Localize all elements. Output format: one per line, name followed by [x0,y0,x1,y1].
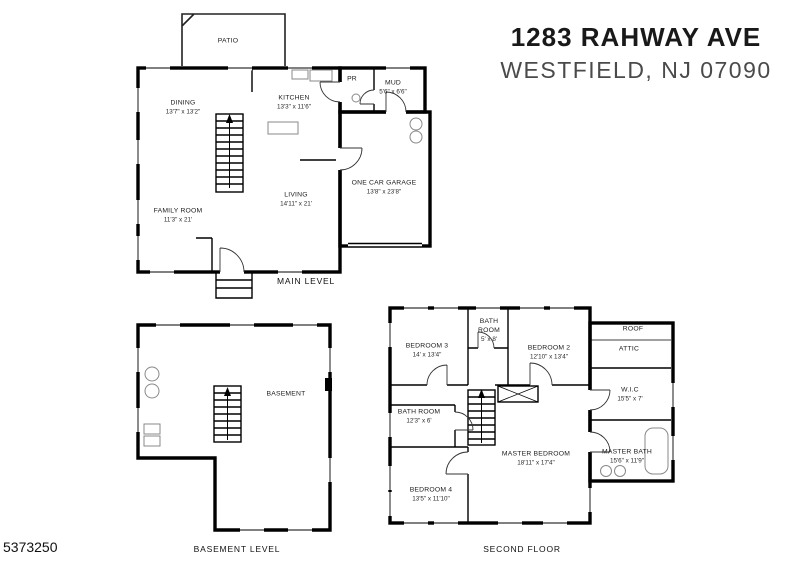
listing-id: 5373250 [3,539,58,555]
main-level-plan [135,13,432,299]
hall-closet [497,385,539,403]
second-floor-plan [387,305,676,526]
second-floor-caption: SECOND FLOOR [483,544,561,554]
main-level-caption: MAIN LEVEL [276,276,336,286]
kitchen-sink [291,69,309,80]
basement-level-caption: BASEMENT LEVEL [193,544,281,554]
kitchen-stove [309,69,333,82]
kitchen-island [267,121,299,135]
bath-sink [600,465,612,477]
electrical-panel [325,378,332,391]
listing-address: 1283 RAHWAY AVE WESTFIELD, NJ 07090 [480,22,792,84]
pr-sink [351,93,361,103]
garage-utility [409,117,423,131]
address-line1: 1283 RAHWAY AVE [510,22,762,52]
bathtub [644,427,669,475]
patio-outline [181,13,286,66]
basement-plan [135,322,333,533]
furnace [144,383,160,399]
water-heater [144,366,160,382]
address-line2: WESTFIELD, NJ 07090 [500,57,772,83]
second-floor-windows [387,305,676,526]
